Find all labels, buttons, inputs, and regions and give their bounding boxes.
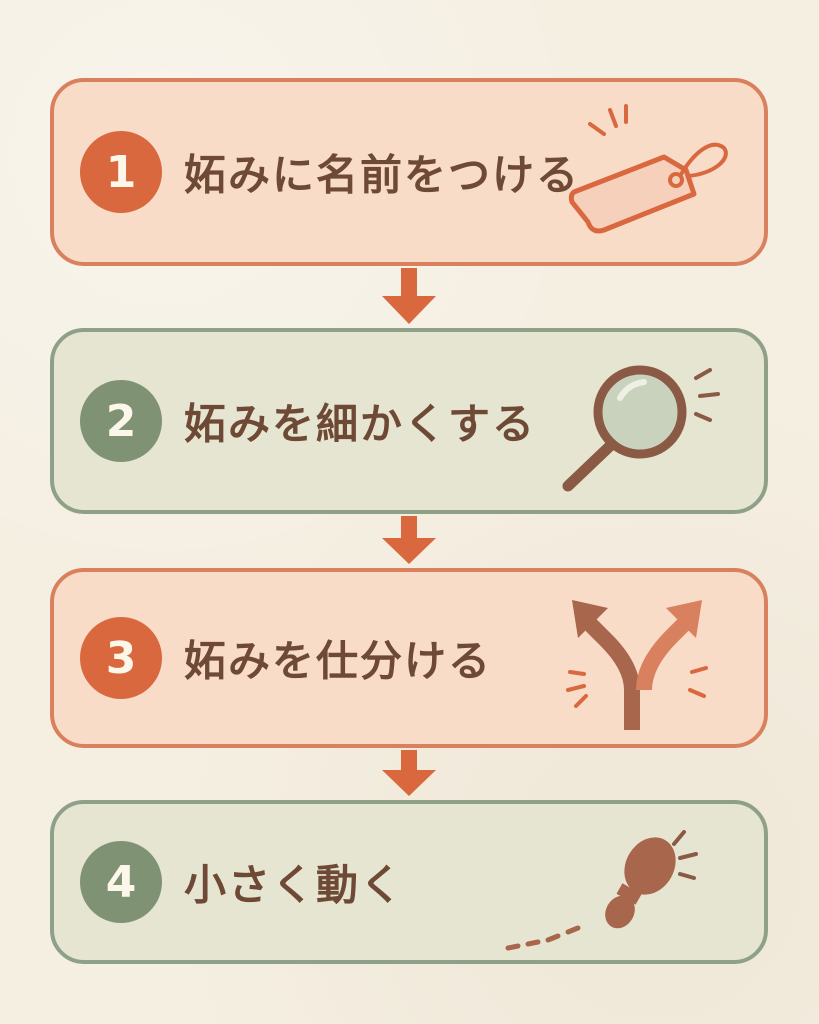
- step-label: 小さく動く: [184, 860, 405, 910]
- fork-arrow-icon: [566, 600, 708, 730]
- step-number-badge: 1: [80, 131, 162, 213]
- step-number-badge: 3: [80, 617, 162, 699]
- step-3-card: 3 妬みを仕分ける: [50, 568, 768, 748]
- step-label: 妬みを細かくする: [184, 399, 537, 449]
- step-number-badge: 2: [80, 380, 162, 462]
- price-tag-icon: [568, 104, 728, 234]
- step-4-card: 4 小さく動く: [50, 800, 768, 964]
- step-label: 妬みを仕分ける: [184, 636, 493, 686]
- footprint-icon: [505, 830, 698, 951]
- down-arrow-icon: [382, 516, 436, 564]
- step-2-card: 2 妬みを細かくする: [50, 328, 768, 514]
- step-label: 妬みに名前をつける: [184, 150, 581, 200]
- step-number-badge: 4: [80, 841, 162, 923]
- step-1-card: 1 妬みに名前をつける: [50, 78, 768, 266]
- down-arrow-icon: [382, 750, 436, 796]
- down-arrow-icon: [382, 268, 436, 324]
- magnifying-glass-icon: [562, 365, 720, 492]
